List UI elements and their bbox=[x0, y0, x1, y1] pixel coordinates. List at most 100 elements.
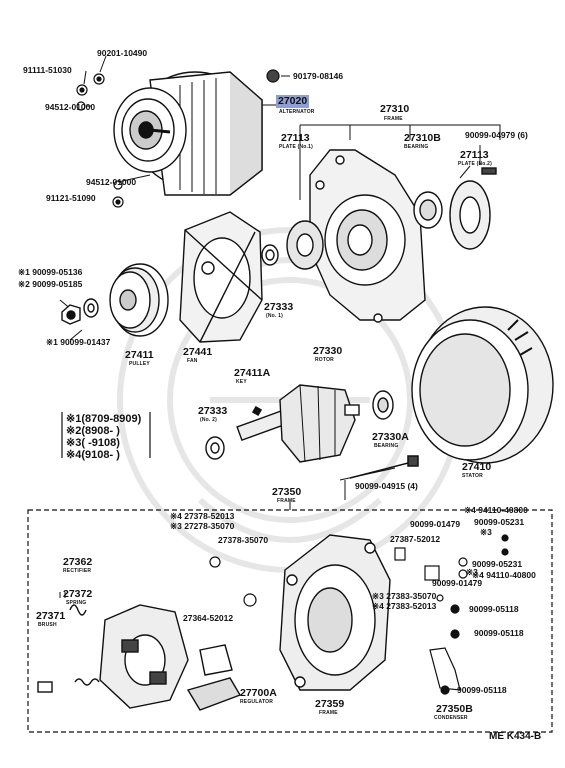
label-brush-name: BRUSH bbox=[38, 622, 57, 628]
label-27113-plate1: 27113 bbox=[281, 132, 310, 144]
label-27372: 27372 bbox=[63, 588, 93, 600]
alternator-hardware bbox=[76, 69, 280, 208]
label-90099-05118-c: 90099-05118 bbox=[457, 685, 507, 695]
label-27330: 27330 bbox=[313, 345, 343, 357]
label-27410: 27410 bbox=[462, 461, 492, 473]
label-27371: 27371 bbox=[36, 610, 66, 622]
label-90179-08146: 90179-08146 bbox=[293, 71, 344, 81]
bearing-27310b bbox=[413, 167, 497, 250]
label-regulator-name: REGULATOR bbox=[240, 699, 274, 705]
rear-frame-27359 bbox=[279, 534, 391, 691]
legend-row-3: ※3( -9108) bbox=[66, 437, 120, 449]
label-27310-name: FRAME bbox=[384, 116, 403, 122]
label-27411a: 27411A bbox=[234, 367, 271, 379]
label-27359-name: FRAME bbox=[319, 710, 338, 716]
label-90201-10490: 90201-10490 bbox=[97, 48, 148, 58]
label-90099-05118-b: 90099-05118 bbox=[474, 628, 524, 638]
label-27359: 27359 bbox=[315, 698, 345, 710]
bearing-27330a bbox=[372, 390, 394, 420]
alternator-assembly bbox=[113, 71, 263, 196]
label-90099-05136: ※1 90099-05136 bbox=[18, 267, 83, 277]
label-27700a: 27700A bbox=[240, 687, 277, 699]
label-27113-plate2: 27113 bbox=[460, 149, 489, 161]
label-94512-01000-top: 94512-01000 bbox=[45, 102, 96, 112]
label-05231-a-mark: ※3 bbox=[480, 527, 492, 537]
plate-no1 bbox=[261, 220, 324, 270]
label-27333-no2-name: (No. 2) bbox=[200, 417, 217, 423]
label-27378-52013: ※4 27378-52013 bbox=[170, 511, 235, 521]
label-rotor-name: ROTOR bbox=[315, 357, 334, 363]
fan-27441 bbox=[179, 211, 263, 343]
label-90099-01479-b: 90099-01479 bbox=[432, 578, 483, 588]
stator-27410 bbox=[411, 306, 554, 464]
label-27330a: 27330A bbox=[372, 431, 409, 443]
label-94110-40800-a: ※4 94110-40800 bbox=[464, 505, 528, 515]
label-27383-52013: ※4 27383-52013 bbox=[372, 601, 437, 611]
label-27383-35070: ※3 27383-35070 bbox=[372, 591, 437, 601]
legend-brackets bbox=[61, 412, 151, 458]
label-91111-51030: 91111-51030 bbox=[23, 65, 72, 75]
label-rectifier-name: RECTIFIER bbox=[63, 568, 92, 574]
label-94512-01000-bottom: 94512-01000 bbox=[86, 177, 137, 187]
label-condenser-name: CONDENSER bbox=[434, 715, 468, 721]
label-90099-04915: 90099-04915 (4) bbox=[355, 481, 418, 491]
label-27330a-name: BEARING bbox=[374, 443, 399, 449]
legend-mark: ※3 bbox=[66, 437, 82, 449]
rear-hardware bbox=[209, 534, 509, 695]
label-27387-52012: 27387-52012 bbox=[390, 534, 441, 544]
label-27364-52012: 27364-52012 bbox=[183, 613, 234, 623]
legend-row-1: ※1(8709-8909) bbox=[66, 413, 141, 425]
label-27441: 27441 bbox=[183, 346, 213, 358]
rotor-27330 bbox=[205, 384, 360, 463]
label-27310: 27310 bbox=[380, 103, 410, 115]
diagram-code: ME K434-B bbox=[489, 731, 542, 742]
label-90099-05185: ※2 90099-05185 bbox=[18, 279, 83, 289]
legend-range: (9108- ) bbox=[81, 449, 120, 461]
label-91121-51090: 91121-51090 bbox=[46, 193, 96, 203]
label-94110-40800-b: ※4 94110-40800 bbox=[472, 570, 536, 580]
label-stator-name: STATOR bbox=[462, 473, 483, 479]
label-90099-01479-a: 90099-01479 bbox=[410, 519, 461, 529]
label-27350-name: FRAME bbox=[277, 498, 296, 504]
pulley-27411 bbox=[61, 263, 169, 337]
rear-assembly-box bbox=[27, 509, 553, 733]
label-27333-no1: 27333 bbox=[264, 301, 294, 313]
label-27310b: 27310B bbox=[404, 132, 441, 144]
label-plate1-name: PLATE (No.1) bbox=[279, 144, 313, 150]
label-plate2-name: PLATE (No.2) bbox=[458, 161, 492, 167]
label-27378-35070: 27378-35070 bbox=[218, 535, 269, 545]
label-key-name: KEY bbox=[236, 379, 247, 385]
label-90099-05231-b: 90099-05231 bbox=[472, 559, 523, 569]
legend-row-2: ※2(8908- ) bbox=[66, 425, 120, 437]
rectifier-27362 bbox=[37, 592, 189, 709]
frame-27310 bbox=[309, 149, 426, 323]
legend-mark: ※4 bbox=[66, 449, 82, 461]
label-27333-no2: 27333 bbox=[198, 405, 228, 417]
label-spring-name: SPRING bbox=[66, 600, 87, 606]
label-90099-05231-a: 90099-05231 bbox=[474, 517, 525, 527]
label-27350: 27350 bbox=[272, 486, 302, 498]
label-alternator-name: ALTERNATOR bbox=[279, 109, 315, 115]
label-27350b: 27350B bbox=[436, 703, 473, 715]
legend-mark: ※2 bbox=[66, 425, 82, 437]
label-90099-04979: 90099-04979 (6) bbox=[465, 130, 528, 140]
label-27020-alternator: 27020 bbox=[276, 95, 310, 108]
label-fan-name: FAN bbox=[187, 358, 198, 364]
label-27278-35070: ※3 27278-35070 bbox=[170, 521, 235, 531]
label-27362: 27362 bbox=[63, 556, 93, 568]
through-bolt bbox=[349, 455, 419, 479]
label-27411: 27411 bbox=[125, 349, 154, 361]
label-05231-b-mark: ※3 bbox=[466, 567, 478, 577]
label-pulley-name: PULLEY bbox=[129, 361, 150, 367]
label-27310b-name: BEARING bbox=[404, 144, 429, 150]
legend-range: ( -9108) bbox=[81, 437, 120, 449]
label-90099-01437: ※1 90099-01437 bbox=[46, 337, 111, 347]
legend-range: (8908- ) bbox=[81, 425, 120, 437]
label-90099-05118-a: 90099-05118 bbox=[469, 604, 519, 614]
regulator-27700a bbox=[186, 644, 242, 711]
legend-range: (8709-8909) bbox=[81, 413, 142, 425]
legend-mark: ※1 bbox=[66, 413, 82, 425]
legend-row-4: ※4(9108- ) bbox=[66, 449, 120, 461]
label-27333-no1-name: (No. 1) bbox=[266, 313, 283, 319]
